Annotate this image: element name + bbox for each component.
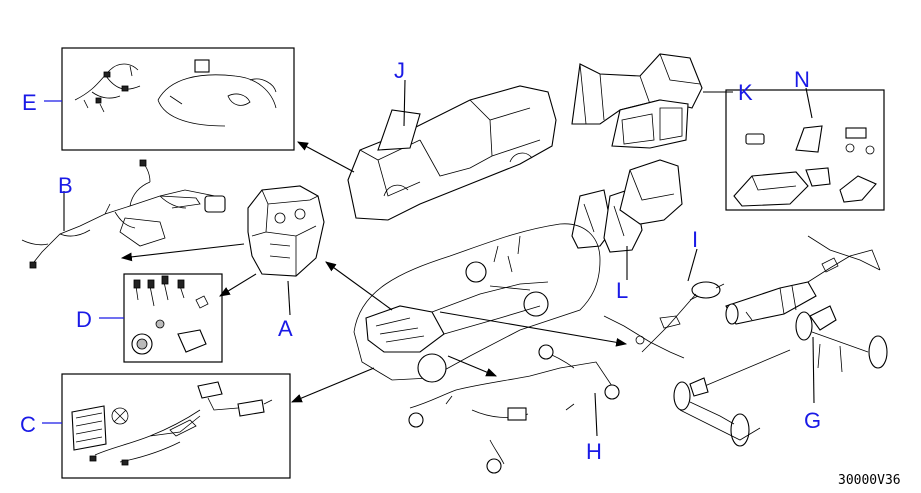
cooling-exhaust-c-drawing xyxy=(71,381,273,466)
arrow-to-a xyxy=(325,261,393,311)
callout-h: H xyxy=(586,439,602,464)
callout-k: K xyxy=(738,80,753,105)
callout-j: J xyxy=(394,58,405,83)
engine-a-drawing xyxy=(247,185,325,277)
box-c-cooling-exhaust xyxy=(61,373,291,479)
leader-g xyxy=(812,336,815,404)
diagram-code: 30000V36 xyxy=(838,473,901,488)
leader-i xyxy=(687,248,698,282)
harness-e-drawing xyxy=(74,59,277,127)
arrow-to-e xyxy=(297,141,355,173)
callout-e: E xyxy=(22,90,37,115)
arrow-to-b xyxy=(120,243,245,262)
accessories-n-drawing xyxy=(733,125,877,207)
harness-b-drawing xyxy=(21,159,226,269)
box-e-harness xyxy=(61,47,295,151)
leader-n xyxy=(805,87,813,119)
box-n-accessories xyxy=(725,89,885,211)
leader-j xyxy=(403,79,406,127)
leader-h xyxy=(594,392,598,437)
callout-b: B xyxy=(58,173,73,198)
arrow-to-d xyxy=(219,273,257,297)
car-body-j-drawing xyxy=(347,85,557,221)
transmission-drawing xyxy=(725,235,881,325)
body-panels-k-drawing xyxy=(571,53,703,149)
steering-i-drawing xyxy=(603,281,725,359)
callout-g: G xyxy=(804,408,821,433)
callout-n: N xyxy=(794,67,810,92)
vehicle-chassis-drawing xyxy=(353,223,601,383)
callout-d: D xyxy=(76,307,92,332)
callout-c: C xyxy=(20,412,36,437)
callout-a: A xyxy=(278,316,293,341)
suspension-g-drawing xyxy=(673,305,888,447)
callout-l: L xyxy=(616,278,628,303)
arrow-to-h xyxy=(447,355,498,377)
arrow-to-i xyxy=(439,311,628,347)
ignition-d-drawing xyxy=(131,275,209,355)
leader-a xyxy=(287,280,291,316)
brake-lines-h-drawing xyxy=(408,344,620,474)
arrow-to-c xyxy=(290,367,375,403)
seats-l-drawing xyxy=(571,159,683,253)
callout-i: I xyxy=(692,227,698,252)
